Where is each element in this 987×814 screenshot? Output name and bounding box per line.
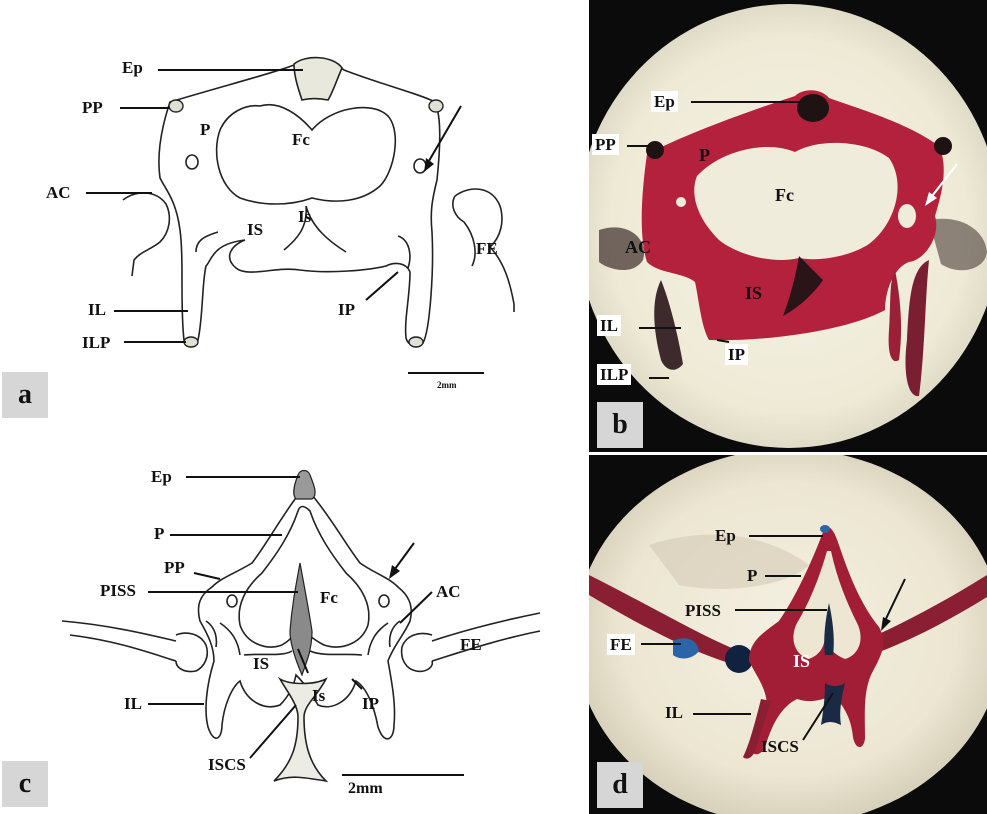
label-iscs-c: ISCS <box>208 756 246 773</box>
label-ep-d: Ep <box>715 527 736 544</box>
girdle-outline <box>159 60 440 347</box>
label-p-c: P <box>154 525 164 542</box>
prepubic-process-right <box>429 100 443 112</box>
panel-b-photo: Ep PP P Fc AC IS IL IP ILP b <box>589 0 987 452</box>
panel-d-photo: Ep P PISS FE IS IL ISCS d <box>589 455 987 814</box>
label-ac: AC <box>46 184 71 201</box>
panel-letter-a: a <box>2 372 48 418</box>
label-fc-b: Fc <box>775 186 794 204</box>
label-fc-c: Fc <box>320 589 338 606</box>
label-ac-b: AC <box>625 238 651 256</box>
label-iscs-d: ISCS <box>761 738 799 755</box>
epipubis-c <box>294 471 315 500</box>
scale-bar-label-c: 2mm <box>348 780 383 798</box>
label-fe-c: FE <box>460 636 482 653</box>
label-is-c: IS <box>253 655 269 672</box>
tag-il: IL <box>597 315 621 336</box>
panel-b-svg <box>589 0 987 452</box>
label-p-d: P <box>747 567 757 584</box>
label-p-b: P <box>699 146 710 164</box>
pubic-foramen-left <box>186 155 198 169</box>
label-is-small: Is <box>298 208 311 225</box>
label-piss-d: PISS <box>685 602 721 619</box>
label-ac-c: AC <box>436 583 461 600</box>
label-ep: Ep <box>122 59 143 76</box>
panel-d-svg <box>589 455 987 814</box>
prepubic-process-left <box>169 100 183 112</box>
ilium-process-right <box>409 337 423 347</box>
panel-c-svg <box>0 455 585 814</box>
label-ilp: ILP <box>82 334 110 351</box>
label-ep-c: Ep <box>151 468 172 485</box>
arrow-head-c <box>389 565 400 579</box>
ilium-process-left <box>184 337 198 347</box>
label-is-d: IS <box>793 652 810 670</box>
panel-letter-b: b <box>597 402 643 448</box>
panel-a-drawing: Ep PP P Fc AC Is IS FE IL IP ILP 2mm a <box>0 0 585 425</box>
label-piss-c: PISS <box>100 582 136 599</box>
label-fe: FE <box>476 240 498 257</box>
label-is-b: IS <box>745 284 762 302</box>
label-pp-c: PP <box>164 559 185 576</box>
ischial-symphysis <box>284 206 346 252</box>
femur-head-left <box>123 193 169 276</box>
label-is-small-c: Is <box>312 687 325 704</box>
scale-bar-label: 2mm <box>437 380 457 390</box>
tag-ilp: ILP <box>597 364 631 385</box>
label-il: IL <box>88 301 106 318</box>
epipubis-dark <box>797 94 829 122</box>
panel-letter-d: d <box>597 762 643 808</box>
panel-a-svg <box>0 0 585 425</box>
label-is: IS <box>247 221 263 238</box>
label-pp: PP <box>82 99 103 116</box>
femur-right <box>432 613 540 661</box>
tag-fe-d: FE <box>607 634 635 655</box>
panel-c-drawing: Ep P PP PISS Fc AC FE IS IL Is IP ISCS 2… <box>0 455 585 814</box>
label-il-d: IL <box>665 704 683 721</box>
femur-left <box>62 621 176 661</box>
label-p: P <box>200 121 210 138</box>
obturator-foramen-b <box>694 143 897 260</box>
tag-ep: Ep <box>651 91 678 112</box>
tag-pp: PP <box>592 134 619 155</box>
panel-letter-c: c <box>2 761 48 807</box>
label-ip: IP <box>338 301 355 318</box>
label-fc: Fc <box>292 131 310 148</box>
tag-ip: IP <box>725 344 748 365</box>
epipubis-cartilage <box>294 58 342 100</box>
obturator-foramen <box>217 105 396 204</box>
label-ip-c: IP <box>362 695 379 712</box>
label-il-c: IL <box>124 695 142 712</box>
